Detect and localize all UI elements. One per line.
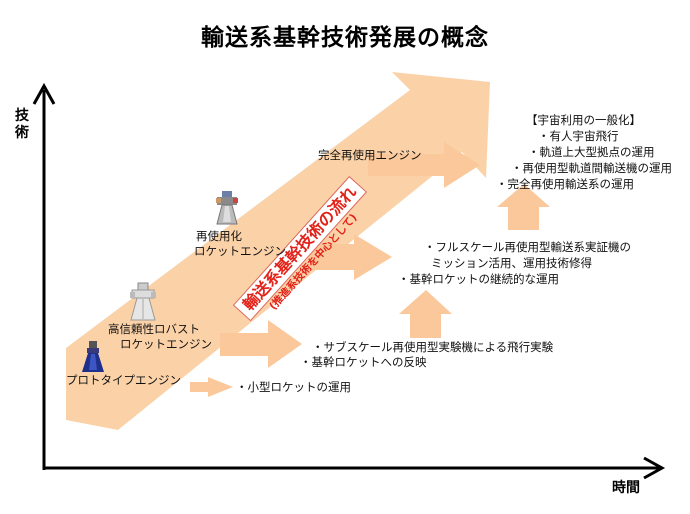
prototype-engine-label: プロトタイプエンジン	[66, 373, 181, 387]
space-use-item: ・軌道上大型拠点の運用	[528, 145, 655, 159]
booster-engine-label-line1: 高信頼性ロバスト	[108, 322, 200, 336]
space-use-item: ・有人宇宙飛行	[538, 129, 619, 143]
space-use-item: ・完全再使用輸送系の運用	[496, 177, 634, 191]
page-title: 輸送系基幹技術発展の概念	[201, 25, 489, 51]
milestone-small-rocket: ・小型ロケットの運用	[236, 380, 351, 394]
milestone-fullscale-line2: ミッション活用、運用技術修得	[431, 256, 592, 270]
x-axis-label: 時間	[612, 480, 640, 496]
reusable-engine-label-line2: ロケットエンジン	[194, 244, 286, 258]
branch-arrow-small-rocket	[190, 377, 233, 397]
space-use-heading: 【宇宙利用の一般化】	[526, 113, 641, 127]
reusable-engine-label-line1: 再使用化	[196, 229, 242, 243]
full-reusable-engine-label: 完全再使用エンジン	[318, 148, 422, 162]
booster-engine-label-line2: ロケットエンジン	[120, 337, 212, 351]
milestone-subscale-line2: ・基幹ロケットへの反映	[300, 355, 427, 369]
y-axis-label: 技術	[15, 108, 29, 141]
branch-arrow-complete	[368, 142, 480, 188]
y-axis-arrowhead	[32, 82, 56, 105]
up-arrow-lower	[399, 290, 452, 338]
milestone-subscale-line1: ・サブスケール再使用型実験機による飛行実験	[312, 340, 554, 354]
milestone-fullscale-line3: ・基幹ロケットの継続的な運用	[398, 272, 559, 286]
space-use-item: ・再使用型軌道間輸送機の運用	[511, 161, 672, 175]
prototype-engine-icon	[82, 341, 104, 372]
milestone-fullscale-line1: ・フルスケール再使用型輸送系実証機の	[424, 240, 631, 254]
x-axis-arrowhead	[643, 456, 666, 480]
branch-arrow-subscale	[220, 320, 302, 368]
robust-engine-icon	[130, 282, 156, 321]
up-arrow-upper	[497, 184, 550, 230]
reusable-engine-icon	[216, 191, 238, 225]
branch-arrow-fullscale	[308, 234, 392, 280]
